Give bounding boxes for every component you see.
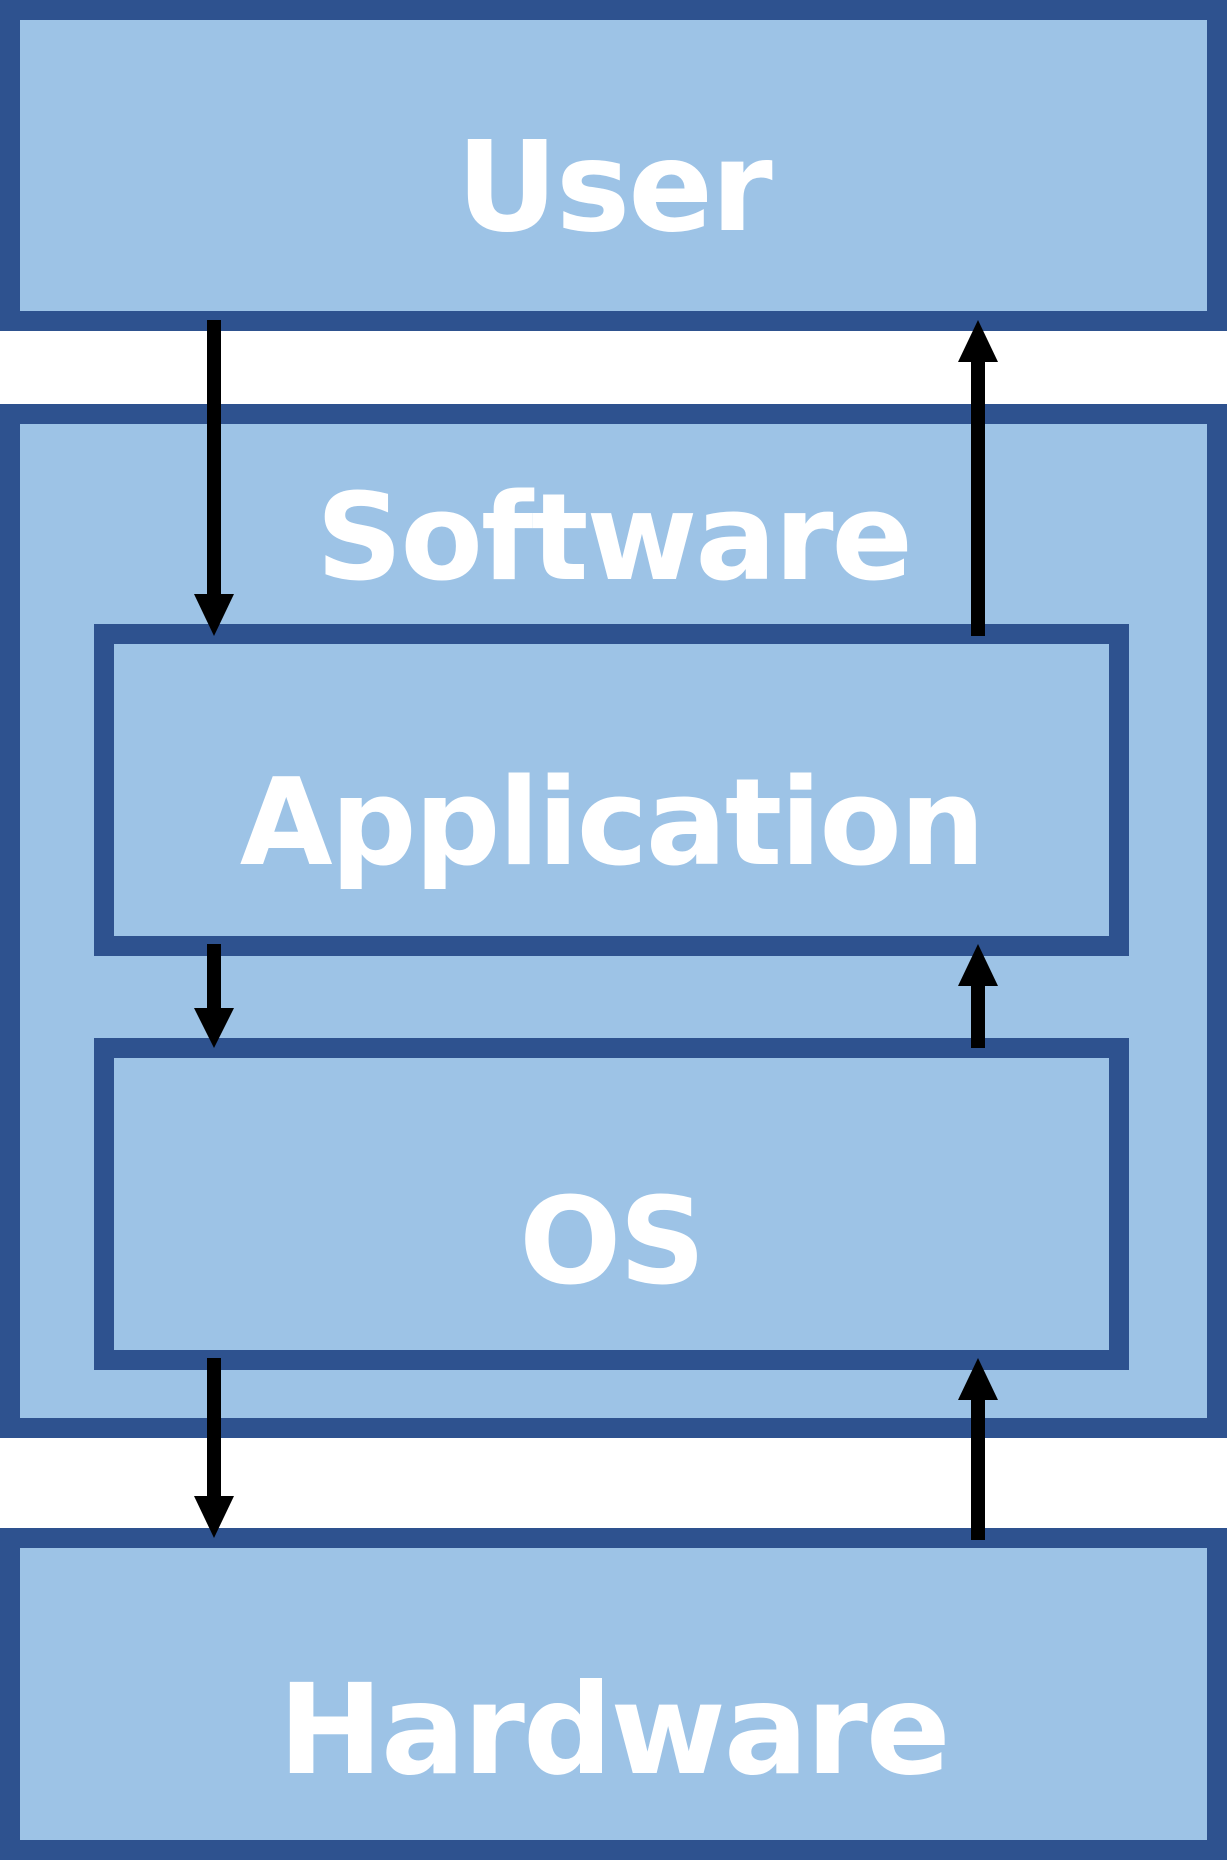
application-layer-box: Application bbox=[94, 624, 1129, 956]
hardware-layer-box: Hardware bbox=[0, 1528, 1227, 1860]
application-layer-label: Application bbox=[239, 754, 985, 893]
user-layer-label: User bbox=[456, 115, 772, 260]
os-layer-label: OS bbox=[519, 1173, 705, 1312]
user-layer-box: User bbox=[0, 0, 1227, 331]
software-layer-label: Software bbox=[316, 469, 913, 608]
os-layer-box: OS bbox=[94, 1038, 1129, 1370]
hardware-layer-label: Hardware bbox=[278, 1658, 950, 1803]
